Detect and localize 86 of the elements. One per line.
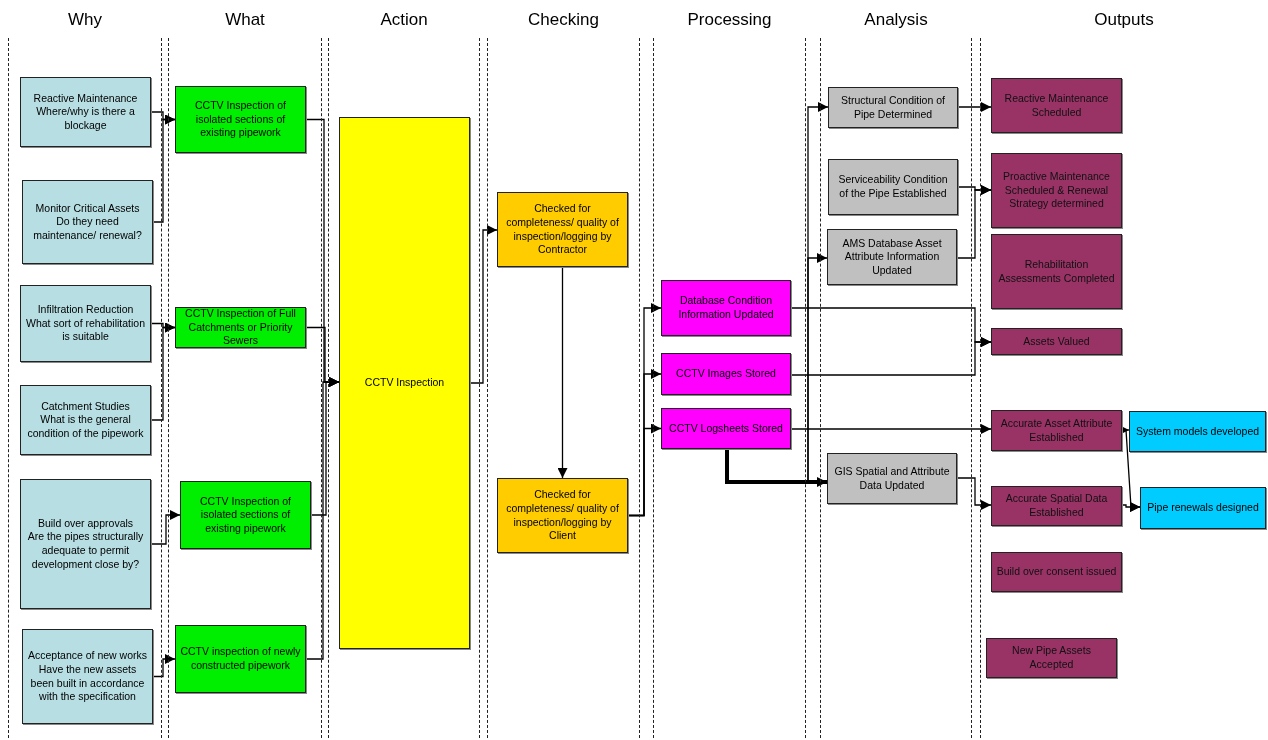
process-box	[991, 153, 1122, 228]
box-label: Pipe renewals designed	[1147, 501, 1259, 515]
box-label: Rehabilitation Assessments Completed	[997, 257, 1116, 286]
box-label: Assets Valued	[1023, 334, 1090, 349]
box-label: CCTV Inspection of isolated sections of existing pipework	[193, 99, 287, 140]
process-box	[497, 478, 628, 553]
lane-header: Action	[380, 10, 428, 30]
arrow	[150, 510, 181, 545]
process-box	[22, 629, 153, 724]
arrow	[956, 477, 992, 510]
box-label: CCTV Inspection of isolated sections of existing pipework	[198, 494, 292, 536]
lane-header: Why	[68, 10, 102, 30]
process-box	[20, 479, 151, 609]
box-label: Database Condition Information Updated	[677, 294, 775, 322]
process-box	[661, 408, 791, 449]
box-label: Checked for completeness/ quality of inspection/logging by Contractor	[505, 202, 620, 257]
process-box	[986, 638, 1117, 678]
process-box	[180, 481, 311, 549]
process-box	[1129, 411, 1266, 452]
box-label: Reactive Maintenance Scheduled	[1003, 91, 1110, 120]
arrow	[627, 423, 662, 517]
process-box	[991, 486, 1122, 526]
process-box	[991, 234, 1122, 309]
process-box	[20, 77, 151, 147]
box-heading: Monitor Critical Assets	[35, 201, 140, 216]
process-box	[827, 453, 957, 504]
box-label: Proactive Maintenance Scheduled & Renewal Strategy determined	[1002, 170, 1111, 211]
arrow	[152, 654, 176, 678]
arrow	[725, 449, 827, 487]
box-heading: Acceptance of new works	[27, 649, 148, 663]
box-label: Accurate Asset Attribute Established	[999, 416, 1114, 445]
box-text: Have the new assets been built in accordance with the specification	[29, 662, 146, 704]
box-text: Are the pipes structurally adequate to permit development close by?	[26, 530, 145, 572]
box-label: System models developed	[1135, 424, 1260, 439]
process-box	[828, 87, 958, 128]
process-box	[661, 353, 791, 395]
lane-header: What	[225, 10, 265, 30]
process-box	[497, 192, 628, 267]
box-label: New Pipe Assets Accepted	[1011, 644, 1092, 672]
arrow	[790, 424, 992, 434]
box-label: CCTV Inspection	[364, 376, 445, 390]
process-box	[991, 410, 1122, 451]
process-box	[991, 328, 1122, 355]
lane-header: Checking	[528, 10, 599, 30]
box-label: Serviceability Condition of the Pipe Established	[837, 173, 949, 201]
arrow	[956, 185, 992, 259]
lane-header: Processing	[687, 10, 772, 30]
process-box	[20, 285, 151, 362]
process-box	[22, 180, 153, 264]
box-label: Checked for completeness/ quality of inspection/logging by Client	[505, 488, 620, 543]
box-label: CCTV Images Stored	[676, 367, 776, 381]
box-label: Build over consent issued	[996, 565, 1117, 579]
box-label: CCTV Logsheets Stored	[669, 421, 783, 436]
lane-header: Outputs	[1094, 10, 1154, 30]
arrow	[957, 102, 992, 112]
process-box	[991, 78, 1122, 133]
process-box	[175, 625, 306, 693]
process-box	[175, 86, 306, 153]
box-heading: Reactive Maintenance	[33, 91, 138, 106]
box-label: Structural Condition of Pipe Determined	[840, 93, 946, 122]
box-text: What sort of rehabilitation is suitable	[25, 316, 146, 344]
box-label: AMS Database Asset Attribute Information Updated	[841, 236, 943, 278]
box-label: Accurate Spatial Data Established	[1004, 492, 1109, 520]
arrow	[790, 337, 992, 376]
box-label: GIS Spatial and Attribute Data Updated	[833, 464, 951, 493]
arrow	[557, 266, 568, 479]
arrow	[152, 114, 176, 223]
box-label: CCTV inspection of newly constructed pipework	[180, 645, 301, 673]
lane-header: Analysis	[864, 10, 928, 30]
arrow	[469, 225, 498, 384]
box-heading: Catchment Studies	[41, 399, 130, 414]
box-text: What is the general condition of the pipework	[26, 413, 145, 441]
box-text: Where/why is there a blockage	[35, 105, 136, 133]
process-box	[827, 229, 957, 285]
box-heading: Infiltration Reduction	[37, 303, 134, 317]
process-box	[661, 280, 791, 336]
box-text: Do they need maintenance/ renewal?	[32, 215, 143, 243]
arrow	[305, 377, 340, 660]
process-box	[1140, 487, 1266, 529]
process-box	[828, 159, 958, 215]
box-label: CCTV Inspection of Full Catchments or Priority Sewers	[184, 307, 297, 348]
box-heading: Build over approvals	[37, 516, 134, 531]
process-box	[339, 117, 470, 649]
process-box	[20, 385, 151, 455]
arrow	[150, 322, 176, 421]
process-box	[991, 552, 1122, 592]
